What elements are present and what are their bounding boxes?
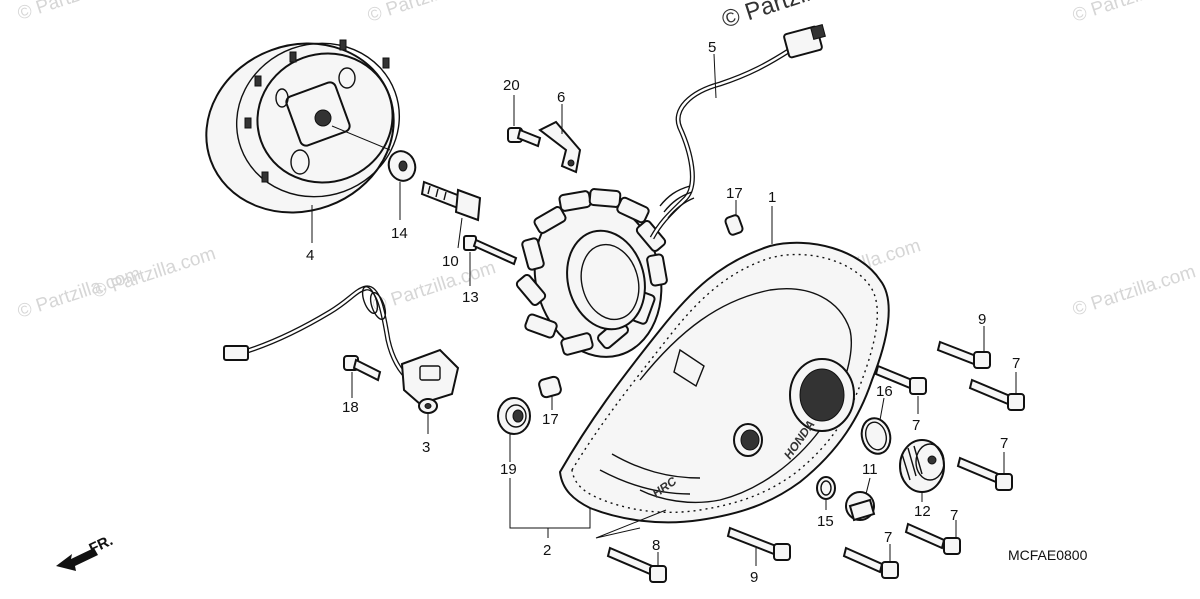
callout-17: 17 <box>542 411 559 428</box>
stator-wire-harness <box>649 24 826 240</box>
diagram-code: MCFAE0800 <box>1008 547 1088 563</box>
left-crankcase-cover: HONDA HRC <box>558 206 890 524</box>
dowel-pin <box>724 200 744 236</box>
flywheel-bolt <box>420 180 482 249</box>
callout-15: 15 <box>817 513 834 530</box>
dowel-pin <box>538 375 562 410</box>
callout-14: 14 <box>391 225 408 242</box>
crankshaft-hole-cap <box>899 439 945 502</box>
callout-10: 10 <box>442 253 459 270</box>
callout-leader <box>595 509 667 539</box>
stator <box>515 188 668 358</box>
washer <box>387 150 417 220</box>
callout-11: 11 <box>862 461 878 478</box>
callout-12: 12 <box>914 503 931 520</box>
cover-bolt <box>904 520 961 555</box>
cover-bolt <box>842 544 899 579</box>
cover-bolt <box>956 452 1013 491</box>
bearing <box>497 397 531 462</box>
callout-7: 7 <box>884 529 892 546</box>
callout-8: 8 <box>652 537 660 554</box>
cover-bolt-long <box>606 546 667 583</box>
flywheel-rotor <box>205 39 401 243</box>
pulse-generator-bolt <box>343 355 382 398</box>
wire-clamp <box>538 104 582 174</box>
callout-18: 18 <box>342 399 359 416</box>
callout-20: 20 <box>503 77 520 94</box>
cover-bolt <box>874 364 927 414</box>
callout-16: 16 <box>876 383 893 400</box>
callout-6: 6 <box>557 89 565 106</box>
cover-bolt <box>968 372 1025 411</box>
callout-19: 19 <box>500 461 517 478</box>
o-ring-large <box>860 397 892 455</box>
callout-9: 9 <box>750 569 758 586</box>
callout-9: 9 <box>978 311 986 328</box>
callout-17: 17 <box>726 185 743 202</box>
top-watermark: © Partzilla.com <box>719 0 881 34</box>
callout-7: 7 <box>1012 355 1020 372</box>
watermark: © Partzilla.com <box>365 0 493 27</box>
callout-1: 1 <box>768 189 776 206</box>
callout-5: 5 <box>708 39 716 56</box>
front-indicator-label: FR. <box>87 532 116 558</box>
watermark: © Partzilla.com <box>15 0 143 25</box>
callout-4: 4 <box>306 247 314 264</box>
watermark: © Partzilla.com <box>1070 261 1198 321</box>
callout-3: 3 <box>422 439 430 456</box>
callout-7: 7 <box>912 417 920 434</box>
callout-13: 13 <box>462 289 479 306</box>
watermark: © Partzilla.com <box>1070 0 1198 27</box>
ignition-pulse-generator <box>223 285 460 434</box>
callout-bracket <box>509 478 591 529</box>
timing-hole-cap <box>845 477 876 522</box>
watermark: © Partzilla.com <box>370 257 498 317</box>
front-direction-arrow: FR. <box>56 532 116 571</box>
cover-bolt <box>936 326 991 369</box>
callout-7: 7 <box>950 507 958 524</box>
small-bolt <box>507 95 542 148</box>
callout-2: 2 <box>543 542 551 559</box>
o-ring-small <box>816 476 836 510</box>
callout-7: 7 <box>1000 435 1008 452</box>
stator-bolt <box>463 235 518 286</box>
cover-bolt-long <box>726 526 791 566</box>
